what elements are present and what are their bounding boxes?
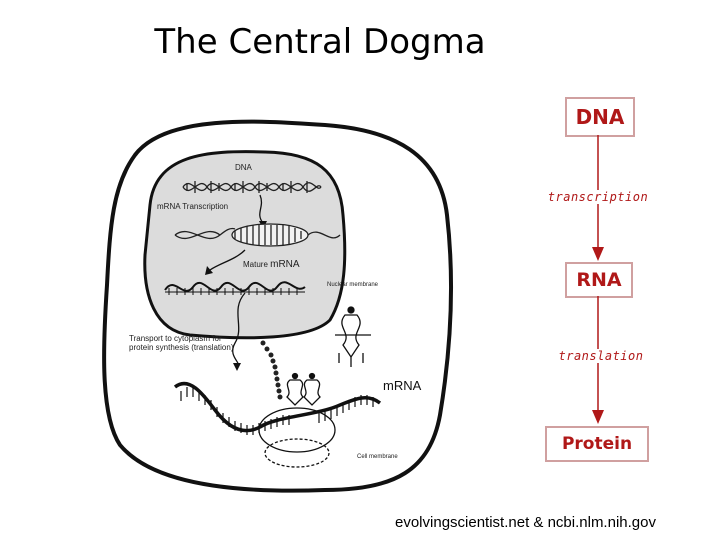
cell-drawing xyxy=(102,119,453,493)
cytoplasm-mrna xyxy=(173,381,382,433)
nucleus xyxy=(143,150,347,340)
mature-mrna-label-suffix: mRNA xyxy=(270,259,300,270)
transport-label-line1: Transport to cytoplasm for xyxy=(129,334,222,343)
rna-box: RNA xyxy=(565,262,633,298)
transcription-label: mRNA Transcription xyxy=(157,202,229,211)
cell-illustration: DNA mRNA Transcription Mature mRNA Nucle… xyxy=(95,95,465,505)
rna-to-protein-arrow xyxy=(592,296,604,424)
translation-label-flow: translation xyxy=(546,349,656,363)
trna-free xyxy=(335,306,371,367)
dna-helix xyxy=(182,181,322,193)
mature-mrna-label-prefix: Mature xyxy=(243,260,271,269)
cell-membrane-label: Cell membrane xyxy=(357,454,398,460)
slide-title: The Central Dogma xyxy=(154,22,486,62)
mrna-label: mRNA xyxy=(383,378,422,393)
protein-box: Protein xyxy=(545,426,649,462)
transcription-label-flow: transcription xyxy=(538,190,658,204)
dna-label: DNA xyxy=(235,163,252,172)
nuclear-membrane-label: Nuclear membrane xyxy=(327,282,379,288)
dna-box: DNA xyxy=(565,97,635,137)
image-credit: evolvingscientist.net & ncbi.nlm.nih.gov xyxy=(395,514,656,531)
ribosome xyxy=(258,372,336,468)
transport-label-line2: protein synthesis (translation) xyxy=(129,343,234,352)
polypeptide-chain xyxy=(260,340,283,400)
mature-mrna-strand xyxy=(164,281,306,295)
transcription-bubble xyxy=(174,223,341,247)
mature-mrna-label: Mature mRNA xyxy=(243,259,300,270)
